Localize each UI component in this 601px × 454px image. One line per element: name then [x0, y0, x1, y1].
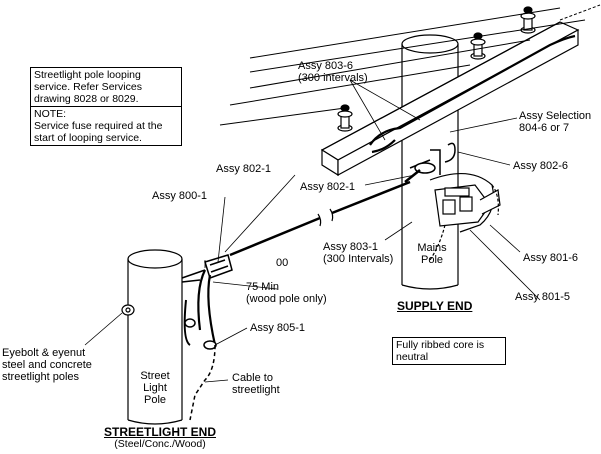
label-streetlight-end: STREETLIGHT END (Steel/Conc./Wood) [103, 425, 216, 450]
note-box-note: NOTE: Service fuse required at the start… [31, 106, 181, 145]
streetlight-fittings [181, 254, 233, 421]
label-street-light-pole: Street Light Pole [140, 370, 170, 406]
label-75-min: 75 Min (wood pole only) [246, 281, 327, 305]
label-assy-802-6: Assy 802-6 [513, 160, 569, 172]
street-light-pole [127, 249, 183, 425]
leader-lines [84, 79, 541, 383]
label-mains-pole: Mains Pole [417, 242, 447, 266]
note-line: start of looping service. [34, 132, 142, 144]
note-intro-line: Streetlight pole looping [34, 69, 141, 81]
neutral-line: neutral [396, 351, 429, 363]
note-intro-line: service. Refer Services [34, 81, 142, 93]
label-cable-to-streetlight: Cable to streetlight [232, 372, 280, 396]
label-assy-802-1-top: Assy 802-1 [216, 163, 272, 175]
label-eyebolt: Eyebolt & eyenut steel and concrete stre… [2, 347, 92, 383]
label-assy-803-6: Assy 803-6 (300 intervals) [298, 60, 368, 84]
label-zero-zero: 00 [276, 257, 289, 269]
note-box-intro: Streetlight pole looping service. Refer … [31, 68, 181, 106]
cable-break [317, 208, 334, 227]
label-assy-803-1: Assy 803-1 (300 Intervals) [323, 241, 394, 265]
label-supply-end: SUPPLY END [397, 299, 473, 313]
label-assy-805-1: Assy 805-1 [250, 322, 306, 334]
label-assy-selection: Assy Selection 804-6 or 7 [519, 110, 592, 134]
eyebolt [121, 304, 135, 316]
label-assy-801-6: Assy 801-6 [523, 252, 579, 264]
neutral-box: Fully ribbed core is neutral [392, 337, 506, 365]
label-assy-801-5: Assy 801-5 [515, 291, 571, 303]
note-line: Service fuse required at the [34, 120, 163, 132]
overhead-conductors [219, 4, 601, 126]
neutral-line: Fully ribbed core is [396, 339, 485, 351]
cross-arm [320, 21, 580, 177]
note-intro-line: drawing 8028 or 8029. [34, 93, 139, 105]
service-fuse-box [429, 172, 501, 261]
label-assy-800-1: Assy 800-1 [152, 190, 208, 202]
service-cable-crossarm [369, 34, 576, 154]
note-title: NOTE: [34, 108, 67, 120]
label-assy-802-1-mid: Assy 802-1 [300, 181, 356, 193]
service-cable [229, 180, 411, 257]
pole-fittings [404, 142, 456, 183]
note-box: Streetlight pole looping service. Refer … [30, 67, 182, 146]
